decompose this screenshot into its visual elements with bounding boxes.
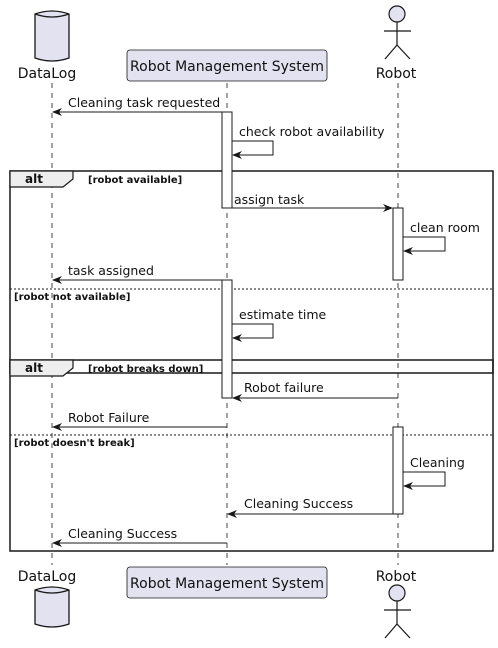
message-arrow bbox=[232, 140, 274, 159]
fragment-label-tab bbox=[9, 170, 74, 188]
message-arrow bbox=[403, 236, 446, 255]
alt-fragment-2: alt [robot breaks down] [robot doesn't b… bbox=[9, 359, 494, 552]
fragment-else-condition: [robot doesn't break] bbox=[14, 438, 135, 449]
participant-rms-bottom: Robot Management System bbox=[126, 566, 328, 599]
participant-label: Robot bbox=[376, 569, 417, 585]
participant-label: DataLog bbox=[18, 569, 76, 585]
fragment-condition: [robot available] bbox=[88, 175, 182, 186]
message-assign-task: assign task bbox=[232, 192, 393, 212]
participant-box bbox=[126, 49, 328, 82]
message-task-assigned: task assigned bbox=[52, 263, 222, 284]
message-cleaning-success-to-rms: Cleaning Success bbox=[227, 496, 393, 518]
participant-label: Robot bbox=[376, 66, 417, 82]
message-label: Cleaning Success bbox=[68, 526, 177, 541]
message-arrow bbox=[403, 471, 446, 490]
activation-bar-robot bbox=[392, 207, 404, 281]
activation-bar-robot bbox=[392, 426, 404, 515]
database-icon bbox=[34, 586, 70, 628]
message-arrow bbox=[232, 323, 274, 342]
participant-label: DataLog bbox=[18, 66, 76, 82]
activation-bar-rms bbox=[221, 279, 233, 399]
participant-box bbox=[126, 566, 328, 599]
message-label: Robot Failure bbox=[68, 410, 150, 425]
message-label: estimate time bbox=[239, 307, 327, 322]
message-robot-failure-to-rms: Robot failure bbox=[232, 380, 398, 402]
participant-datalog-bottom: DataLog bbox=[18, 569, 76, 628]
message-check-robot-availability: check robot availability bbox=[232, 124, 385, 159]
participant-robot-bottom: Robot bbox=[376, 569, 417, 639]
message-label: task assigned bbox=[68, 263, 154, 278]
message-cleaning: Cleaning bbox=[403, 455, 465, 490]
fragment-keyword: alt bbox=[25, 172, 43, 186]
message-label: clean room bbox=[410, 220, 480, 235]
participant-label: Robot Management System bbox=[130, 59, 324, 75]
message-robot-failure-to-datalog: Robot Failure bbox=[52, 410, 227, 431]
message-clean-room: clean room bbox=[403, 220, 480, 255]
activation-bar-rms bbox=[221, 111, 233, 209]
fragment-frame bbox=[9, 170, 494, 374]
message-label: Cleaning task requested bbox=[68, 95, 220, 110]
message-cleaning-task-requested: Cleaning task requested bbox=[52, 95, 222, 116]
database-icon-rim bbox=[34, 589, 70, 594]
message-label: assign task bbox=[234, 192, 305, 207]
fragment-else-condition: [robot not available] bbox=[14, 292, 130, 303]
actor-icon bbox=[384, 584, 411, 639]
fragment-keyword: alt bbox=[25, 361, 43, 375]
message-label: Cleaning bbox=[410, 455, 465, 470]
message-label: Robot failure bbox=[244, 380, 324, 395]
participant-rms-top: Robot Management System bbox=[126, 49, 328, 82]
message-label: check robot availability bbox=[239, 124, 385, 139]
fragment-frame bbox=[9, 359, 494, 552]
fragment-label-tab bbox=[9, 359, 74, 377]
database-icon bbox=[34, 10, 70, 62]
participant-label: Robot Management System bbox=[130, 576, 324, 592]
message-estimate-time: estimate time bbox=[232, 307, 327, 342]
participant-robot-top: Robot bbox=[376, 5, 417, 82]
database-icon-rim bbox=[34, 13, 70, 18]
participant-datalog-top: DataLog bbox=[18, 10, 76, 82]
alt-fragment-1: alt [robot available] [robot not availab… bbox=[9, 170, 494, 374]
message-cleaning-success-to-datalog: Cleaning Success bbox=[52, 526, 227, 547]
actor-icon bbox=[384, 5, 411, 60]
fragment-condition: [robot breaks down] bbox=[88, 364, 203, 375]
message-label: Cleaning Success bbox=[244, 496, 353, 511]
